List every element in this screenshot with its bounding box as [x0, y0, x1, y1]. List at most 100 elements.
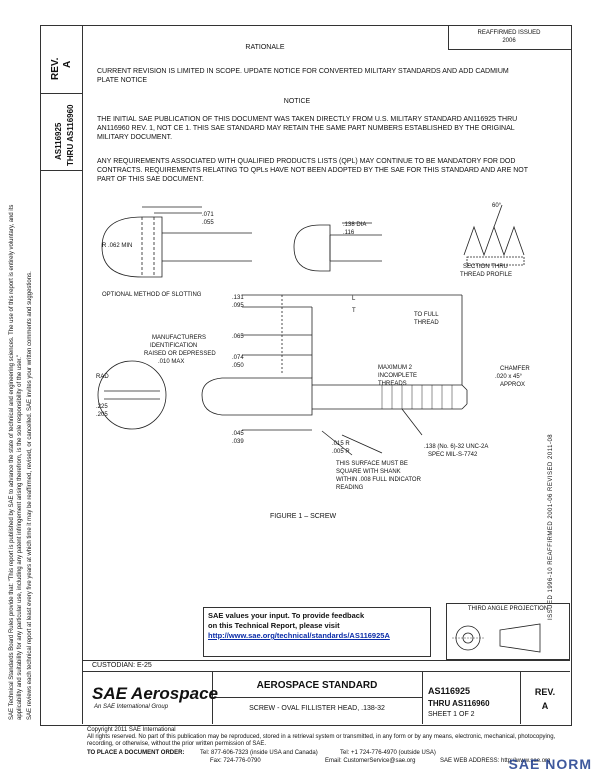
surface-note-1: THIS SURFACE MUST BE [336, 461, 408, 467]
page-frame [40, 25, 572, 726]
chamfer-top [461, 384, 468, 391]
dim-074: .074 [232, 355, 244, 361]
surface-note-4: READING [336, 485, 364, 491]
rationale-title: RATIONALE [245, 44, 285, 51]
dim-radius: R .062 MIN [102, 243, 133, 249]
watermark: SAE NORM [508, 756, 592, 772]
brand-subtitle: An SAE International Group [94, 704, 169, 710]
order-label: TO PLACE A DOCUMENT ORDER: [87, 750, 185, 756]
rev-label-top: REV. [50, 57, 61, 80]
rights-statement: All rights reserved. No part of this pub… [87, 734, 556, 747]
dim-055: .055 [202, 220, 214, 226]
sheet-number: SHEET 1 OF 2 [428, 711, 475, 718]
thread-profile [463, 225, 525, 257]
feedback-box: SAE values your input. To provide feedba… [203, 607, 431, 657]
leader-line [493, 204, 503, 228]
rev-value-top: A [62, 60, 73, 68]
dim-071: .071 [202, 212, 214, 218]
doc-number: AS116925 [428, 686, 471, 696]
feedback-line-2: on this Technical Report, please visit [208, 621, 340, 630]
notice-paragraph-2: ANY REQUIREMENTS ASSOCIATED WITH QUALIFI… [97, 158, 528, 183]
dim-225: .225 [96, 404, 108, 410]
projection-box [446, 603, 570, 660]
copyright: Copyright 2011 SAE International [87, 727, 176, 733]
optional-slotting-label: OPTIONAL METHOD OF SLOTTING [102, 292, 202, 298]
mfr-ident-2: IDENTIFICATION [150, 343, 198, 349]
tb-divider [520, 671, 521, 724]
label-t: T [352, 308, 356, 314]
surface-note-3: WITHIN .008 FULL INDICATOR [336, 477, 421, 483]
order-tel-2: Tel: +1 724-776-4970 (outside USA) [340, 750, 436, 756]
left-edge [82, 170, 83, 724]
figure-caption: FIGURE 1 – SCREW [270, 513, 337, 520]
rationale-text: CURRENT REVISION IS LIMITED IN SCOPE. UP… [97, 68, 509, 84]
standard-type: AEROSPACE STANDARD [256, 680, 378, 691]
divider [82, 25, 83, 170]
dim-015: .015 R [332, 441, 350, 447]
slotting-head-outline [101, 216, 163, 278]
doc-number-top: AS116925 [54, 122, 63, 160]
max-incomplete-2: INCOMPLETE [378, 373, 418, 379]
dim-045: .045 [232, 431, 244, 437]
issued-box [448, 25, 571, 50]
dim-138: .138 DIA [343, 222, 367, 228]
dim-005: .005 R [332, 449, 350, 455]
to-full-label: TO FULL [414, 312, 439, 318]
side-head-outline [293, 224, 331, 272]
chamfer-2: .020 x 45° [495, 374, 523, 380]
dim-205: .205 [96, 412, 108, 418]
max-incomplete-1: MAXIMUM 2 [378, 365, 413, 371]
chamfer-1: CHAMFER [500, 366, 530, 372]
issued-line-2: 2006 [502, 38, 516, 44]
thread-label: THREAD [414, 320, 439, 326]
section-label-1: SECTION THRU [463, 264, 508, 270]
title-block-divider [82, 671, 570, 672]
thread-spec-1: .138 (No. 6)-32 UNC-2A [424, 444, 489, 450]
mfr-ident-4: .010 MAX [158, 359, 185, 365]
disclaimer-left-1: SAE Technical Standards Board Rules prov… [9, 204, 23, 720]
surface-note-2: SQUARE WITH SHANK [336, 469, 401, 475]
thread-base [466, 256, 525, 266]
chamfer-3: APPROX [500, 382, 526, 388]
divider [40, 93, 82, 94]
dim-131: .131 [232, 295, 244, 301]
dim-116: .116 [343, 230, 355, 236]
max-incomplete-3: THREADS [378, 381, 407, 387]
rev-label: REV. [534, 687, 556, 697]
tb-divider [422, 671, 423, 724]
issued-line-1: REAFFIRMED ISSUED [477, 30, 541, 36]
dim-095: .095 [232, 303, 244, 309]
label-l: L [352, 296, 356, 302]
order-email: Email: CustomerService@sae.org [325, 758, 416, 764]
projection-symbol [452, 623, 541, 653]
divider [40, 170, 82, 171]
feedback-line-1: SAE values your input. To provide feedba… [208, 611, 365, 620]
rev-value: A [541, 701, 549, 711]
part-description: SCREW - OVAL FILLISTER HEAD, .138-32 [249, 705, 385, 712]
thread-spec-2: SPEC MIL-S-7742 [428, 452, 478, 458]
main-head-outline [201, 377, 313, 416]
order-fax: Fax: 724-776-0790 [210, 758, 261, 764]
dim-065: .065 [232, 334, 244, 340]
dim-039: .039 [232, 439, 244, 445]
rad-label: RAD [96, 374, 109, 380]
feedback-link[interactable]: http://www.sae.org/technical/standards/A… [208, 631, 390, 640]
brand-logo: SAE Aerospace [92, 684, 218, 703]
dim-60: 60° [492, 203, 502, 209]
tb-divider [212, 697, 422, 698]
section-label-2: THREAD PROFILE [460, 272, 513, 278]
notice-paragraph-1: THE INITIAL SAE PUBLICATION OF THIS DOCU… [97, 116, 518, 141]
doc-number-bottom: THRU AS116960 [66, 104, 75, 166]
screw-drawing [97, 204, 525, 456]
web-address: SAE WEB ADDRESS: http://www.sae.org [440, 758, 551, 764]
order-tel: Tel: 877-606-7323 (inside USA and Canada… [200, 750, 318, 756]
notice-title: NOTICE [283, 98, 311, 105]
projection-label: THIRD ANGLE PROJECTION [467, 606, 549, 612]
head-end-view [97, 360, 167, 430]
mfr-ident-1: MANUFACTURERS [152, 335, 207, 341]
doc-number-range: THRU AS116960 [428, 699, 490, 708]
mfr-ident-3: RAISED OR DEPRESSED [144, 351, 216, 357]
custodian: CUSTODIAN: E-25 [92, 662, 152, 669]
disclaimer-left-2: SAE reviews each technical report at lea… [27, 271, 33, 720]
title-block-top [82, 660, 570, 661]
